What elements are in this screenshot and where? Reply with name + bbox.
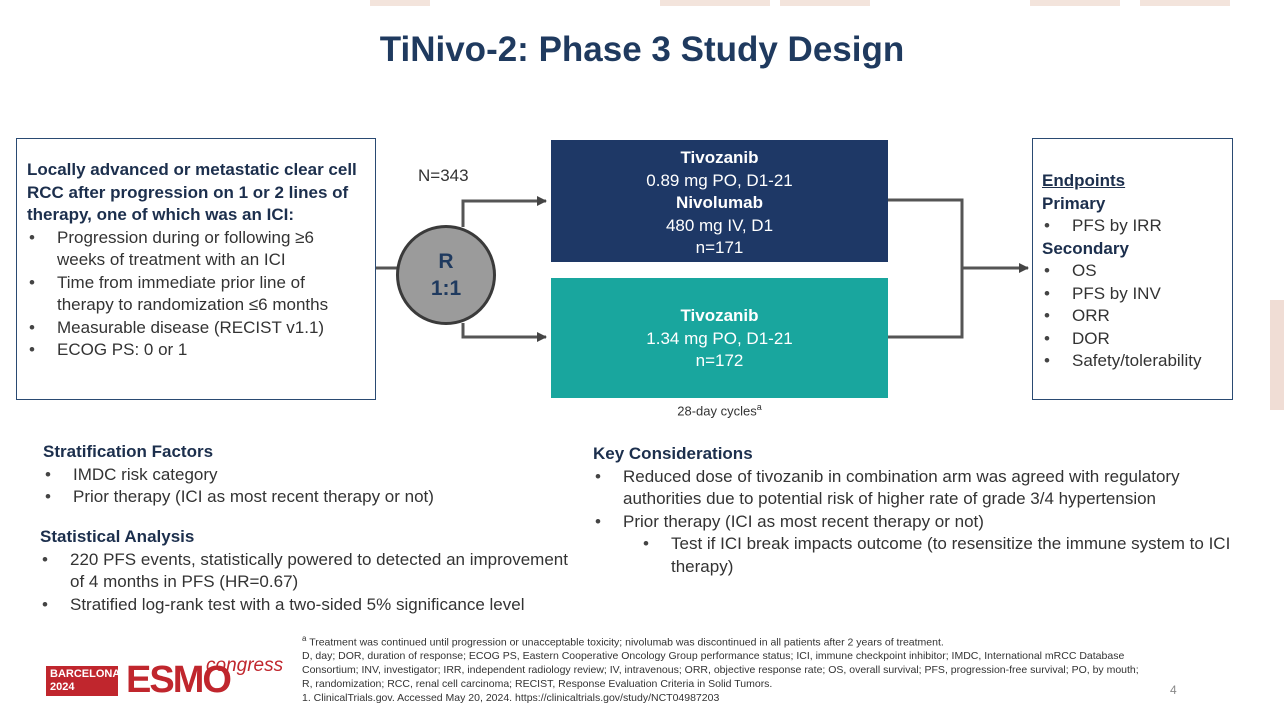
endpoint-item: PFS by INV xyxy=(1042,283,1223,306)
endpoint-item: Safety/tolerability xyxy=(1042,350,1223,373)
connector-arm1-to-merge xyxy=(888,198,964,339)
eligibility-item: Progression during or following ≥6 weeks… xyxy=(27,227,365,272)
key-considerations-section: Key Considerations Reduced dose of tivoz… xyxy=(593,443,1253,578)
cycle-footnote-mark: a xyxy=(756,402,762,412)
cycle-length-note: 28-day cyclesa xyxy=(551,402,888,418)
arm1-n: n=171 xyxy=(695,238,744,257)
arm2-dose1: 1.34 mg PO, D1-21 xyxy=(646,328,793,348)
stratification-item: Prior therapy (ICI as most recent therap… xyxy=(43,486,434,509)
key-considerations-list: Reduced dose of tivozanib in combination… xyxy=(593,466,1253,534)
connector-r-to-arm1 xyxy=(461,196,547,227)
statistical-item: Stratified log-rank test with a two-side… xyxy=(40,594,580,617)
consideration-item: Reduced dose of tivozanib in combination… xyxy=(593,466,1253,511)
key-considerations-heading: Key Considerations xyxy=(593,444,753,463)
top-decor-bar xyxy=(0,0,1284,6)
arm1-dose2: 480 mg IV, D1 xyxy=(665,215,774,235)
right-edge-decor xyxy=(1270,300,1284,410)
logo-event: congress xyxy=(206,655,284,676)
connector-r-to-arm2 xyxy=(461,323,547,342)
logo-year: 2024 xyxy=(50,681,75,693)
stratification-heading: Stratification Factors xyxy=(43,442,214,461)
footnote-a-text: Treatment was continued until progressio… xyxy=(309,636,944,649)
footnotes: a Treatment was continued until progress… xyxy=(302,632,1152,705)
arm-monotherapy-box: Tivozanib 1.34 mg PO, D1-21 n=172 xyxy=(551,278,888,398)
stratification-list: IMDC risk category Prior therapy (ICI as… xyxy=(43,464,434,509)
secondary-label: Secondary xyxy=(1042,238,1129,258)
arm-combination-box: Tivozanib 0.89 mg PO, D1-21 Nivolumab 48… xyxy=(551,140,888,262)
primary-list: PFS by IRR xyxy=(1042,215,1223,238)
consideration-subitem: Test if ICI break impacts outcome (to re… xyxy=(641,533,1253,578)
arm2-drug1: Tivozanib xyxy=(680,306,759,325)
endpoint-item: DOR xyxy=(1042,328,1223,351)
key-considerations-sublist: Test if ICI break impacts outcome (to re… xyxy=(593,533,1253,578)
arm2-n: n=172 xyxy=(695,351,744,370)
eligibility-item: Measurable disease (RECIST v1.1) xyxy=(27,317,365,340)
eligibility-item: ECOG PS: 0 or 1 xyxy=(27,339,365,362)
esmo-congress-logo: BARCELONA 2024 ESMO congress xyxy=(46,655,286,704)
arm1-dose1: 0.89 mg PO, D1-21 xyxy=(646,170,793,190)
consideration-item: Prior therapy (ICI as most recent therap… xyxy=(593,511,1253,534)
randomization-letter: R xyxy=(438,250,454,273)
endpoint-item: ORR xyxy=(1042,305,1223,328)
slide-title: TiNivo-2: Phase 3 Study Design xyxy=(379,30,905,69)
eligibility-list: Progression during or following ≥6 weeks… xyxy=(27,227,365,362)
randomization-circle: R 1:1 xyxy=(396,225,496,325)
logo-city-badge: BARCELONA 2024 xyxy=(46,666,121,696)
statistical-list: 220 PFS events, statistically powered to… xyxy=(40,549,580,617)
cycle-text: 28-day cycles xyxy=(677,403,757,419)
statistical-item: 220 PFS events, statistically powered to… xyxy=(40,549,580,594)
footnote-abbreviations: D, day; DOR, duration of response; ECOG … xyxy=(302,650,1139,690)
arm1-drug2: Nivolumab xyxy=(676,193,763,212)
footnote-reference: 1. ClinicalTrials.gov. Accessed May 20, … xyxy=(302,691,720,704)
endpoint-item: PFS by IRR xyxy=(1042,215,1223,238)
footnote-mark: a xyxy=(302,634,307,643)
randomization-ratio: 1:1 xyxy=(430,277,462,300)
footnote-a: a Treatment was continued until progress… xyxy=(302,632,1152,650)
eligibility-box: Locally advanced or metastatic clear cel… xyxy=(16,138,376,400)
arm1-drug1: Tivozanib xyxy=(680,148,759,167)
sample-size-label: N=343 xyxy=(418,166,469,185)
eligibility-item: Time from immediate prior line of therap… xyxy=(27,272,365,317)
logo-city: BARCELONA xyxy=(50,668,121,680)
eligibility-heading: Locally advanced or metastatic clear cel… xyxy=(27,160,357,224)
page-number: 4 xyxy=(1170,683,1177,697)
stratification-item: IMDC risk category xyxy=(43,464,434,487)
stratification-section: Stratification Factors IMDC risk categor… xyxy=(43,441,434,509)
statistical-section: Statistical Analysis 220 PFS events, sta… xyxy=(40,526,580,616)
statistical-heading: Statistical Analysis xyxy=(40,527,195,546)
endpoints-box: Endpoints Primary PFS by IRR Secondary O… xyxy=(1032,138,1233,400)
primary-label: Primary xyxy=(1042,193,1106,213)
logo-brand: ESMO xyxy=(126,659,232,701)
endpoints-heading: Endpoints xyxy=(1042,171,1126,190)
secondary-list: OS PFS by INV ORR DOR Safety/tolerabilit… xyxy=(1042,260,1223,373)
endpoint-item: OS xyxy=(1042,260,1223,283)
